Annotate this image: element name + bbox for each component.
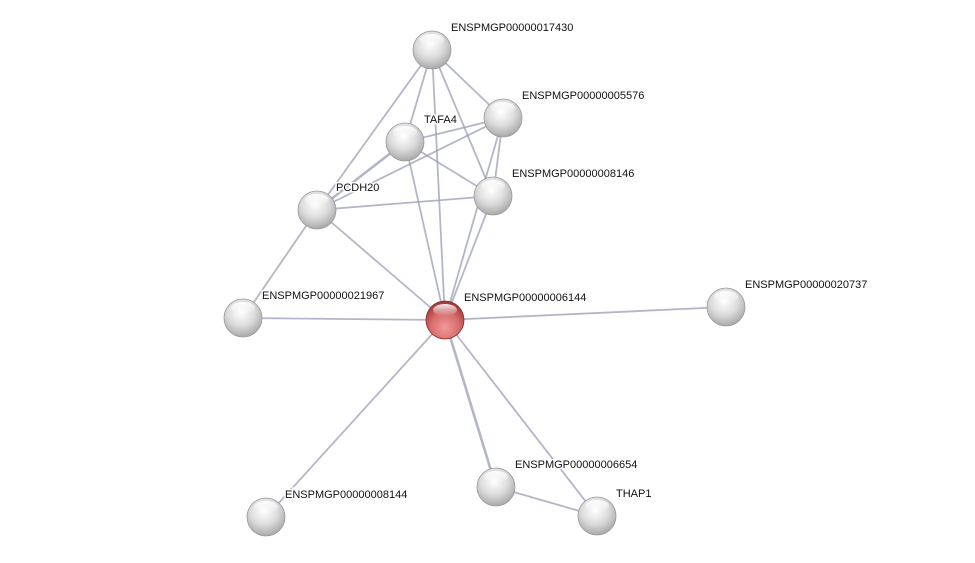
edge-TAFA4-ENSPMGP00000006144[interactable]	[404, 141, 446, 321]
node-label: PCDH20	[336, 182, 379, 194]
edge-ENSPMGP00000006144-ENSPMGP00000006654[interactable]	[443, 319, 498, 488]
node-label: TAFA4	[424, 114, 457, 126]
edge-ENSPMGP00000006144-ENSPMGP00000008144[interactable]	[265, 319, 446, 518]
node-label: ENSPMGP00000008144	[285, 489, 407, 501]
node-highlight	[714, 291, 738, 303]
edge-ENSPMGP00000005576-ENSPMGP00000006144[interactable]	[444, 117, 504, 321]
node-ENSPMGP00000008144[interactable]: ENSPMGP00000008144	[246, 488, 409, 537]
node-highlight	[305, 194, 329, 206]
node-label: ENSPMGP00000008146	[512, 168, 634, 180]
node-ENSPMGP00000006654[interactable]: ENSPMGP00000006654	[476, 458, 639, 507]
node-ENSPMGP00000021967[interactable]: ENSPMGP00000021967	[223, 289, 386, 338]
node-highlight	[491, 102, 515, 114]
node-highlight	[433, 304, 457, 316]
node-highlight	[484, 471, 508, 483]
node-highlight	[231, 302, 255, 314]
edge-PCDH20-ENSPMGP00000008146[interactable]	[316, 195, 494, 211]
node-label: ENSPMGP00000017430	[451, 22, 573, 34]
edge-PCDH20-ENSPMGP00000006144[interactable]	[316, 209, 446, 321]
edge-ENSPMGP00000021967-ENSPMGP00000006144[interactable]	[242, 317, 446, 321]
node-highlight	[481, 180, 505, 192]
edge-ENSPMGP00000017430-ENSPMGP00000006144[interactable]	[431, 49, 446, 321]
node-highlight	[585, 500, 609, 512]
node-highlight	[254, 501, 278, 513]
node-label: ENSPMGP00000005576	[522, 90, 644, 102]
node-highlight	[420, 34, 444, 46]
node-THAP1[interactable]: THAP1	[577, 487, 653, 536]
node-label: ENSPMGP00000020737	[745, 279, 867, 291]
node-label: ENSPMGP00000021967	[262, 290, 384, 302]
node-label: ENSPMGP00000006654	[515, 459, 637, 471]
edge-ENSPMGP00000006144-THAP1[interactable]	[444, 319, 598, 517]
edge-ENSPMGP00000006144-ENSPMGP00000020737[interactable]	[444, 306, 727, 321]
node-label: THAP1	[616, 488, 651, 500]
node-ENSPMGP00000008146[interactable]: ENSPMGP00000008146	[473, 167, 636, 216]
edge-ENSPMGP00000017430-ENSPMGP00000008146[interactable]	[431, 49, 494, 197]
edge-ENSPMGP00000017430-PCDH20[interactable]	[316, 49, 433, 211]
node-TAFA4[interactable]: TAFA4	[385, 113, 458, 162]
node-highlight	[393, 126, 417, 138]
node-ENSPMGP00000005576[interactable]: ENSPMGP00000005576	[483, 89, 646, 138]
node-ENSPMGP00000006144[interactable]: ENSPMGP00000006144	[425, 291, 588, 340]
node-label: ENSPMGP00000006144	[464, 292, 586, 304]
node-ENSPMGP00000017430[interactable]: ENSPMGP00000017430	[412, 21, 575, 70]
node-PCDH20[interactable]: PCDH20	[297, 181, 381, 230]
node-ENSPMGP00000020737[interactable]: ENSPMGP00000020737	[706, 278, 869, 327]
edge-ENSPMGP00000008146-ENSPMGP00000006144[interactable]	[444, 195, 494, 321]
edge-PCDH20-ENSPMGP00000021967[interactable]	[242, 209, 318, 319]
